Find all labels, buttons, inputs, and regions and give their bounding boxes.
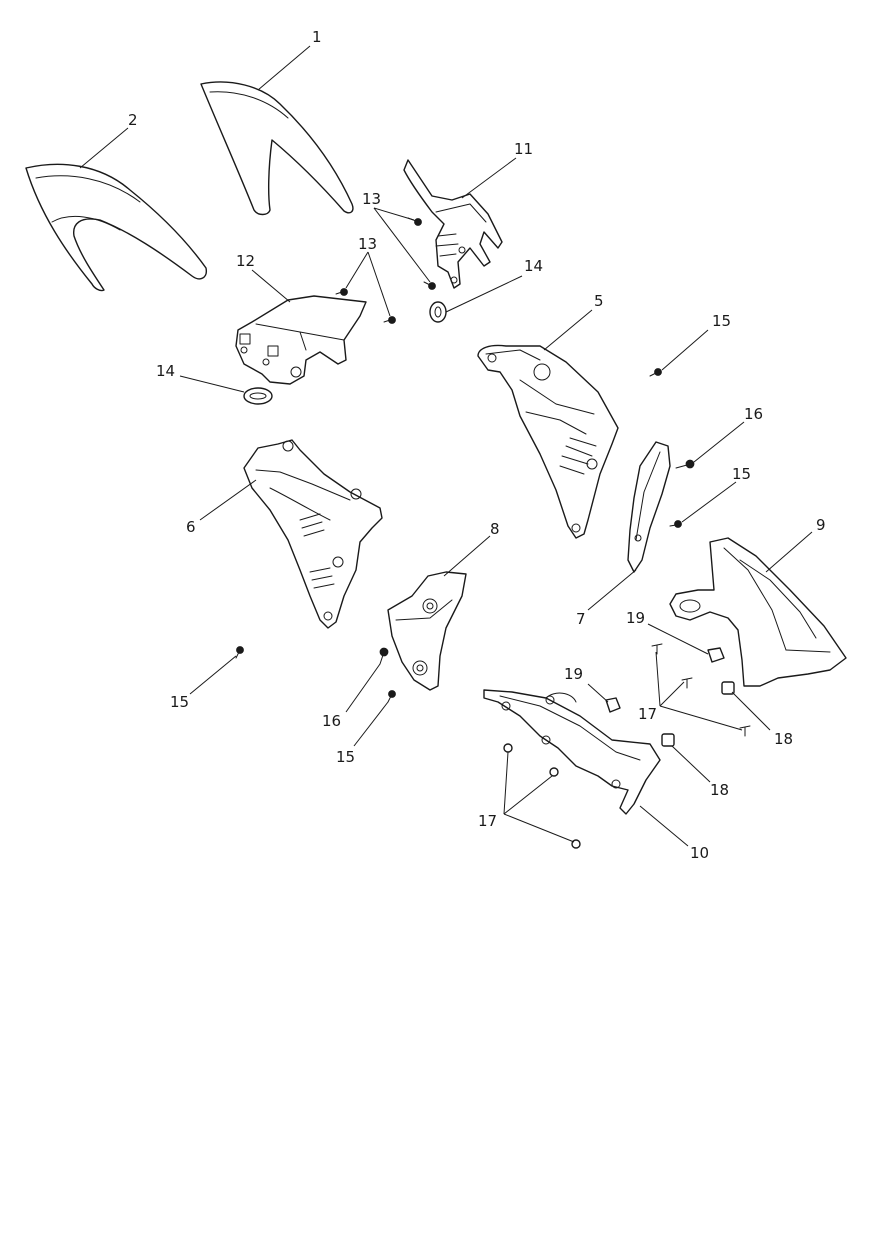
clip-17-b [549, 767, 559, 777]
callout-19-a: 19 [626, 609, 645, 627]
callout-16-b: 16 [322, 712, 341, 730]
callout-2: 2 [128, 111, 138, 129]
nut-18-b [661, 733, 675, 747]
screw-15-b [669, 520, 682, 528]
callout-17-a: 17 [638, 705, 657, 723]
callout-13-b: 13 [358, 235, 377, 253]
part-8-small-bracket [387, 571, 467, 691]
callout-15-d: 15 [336, 748, 355, 766]
bolt-16-a [675, 459, 695, 469]
leader-lines [79, 45, 813, 847]
part-7-trim-strip [627, 441, 671, 573]
callout-18-b: 18 [710, 781, 729, 799]
callout-10: 10 [690, 844, 709, 862]
screw-13-d [383, 316, 396, 324]
callout-17-b: 17 [478, 812, 497, 830]
callout-18-a: 18 [774, 730, 793, 748]
part-10-lower-cover [483, 689, 661, 815]
screw-15-d [387, 690, 396, 703]
bolt-16-b [379, 647, 389, 665]
screw-13-b [423, 281, 436, 290]
callout-13-a: 13 [362, 190, 381, 208]
part-5-bracket [477, 344, 619, 539]
screw-13-c [335, 288, 348, 296]
fasteners [235, 217, 751, 849]
clip-17-e [681, 677, 693, 689]
callout-19-b: 19 [564, 665, 583, 683]
screw-15-c [235, 646, 244, 659]
callout-12: 12 [236, 252, 255, 270]
part-9-cover [669, 537, 847, 687]
clip-17-d [651, 643, 663, 655]
part-1-upper-panel [200, 81, 354, 216]
callout-9: 9 [816, 516, 826, 534]
grommet-14-a [429, 301, 447, 323]
callout-14-b: 14 [156, 362, 175, 380]
part-12-bracket [235, 295, 367, 385]
screw-15-a [649, 368, 662, 377]
callout-14-a: 14 [524, 257, 543, 275]
part-2-lower-panel [25, 163, 207, 292]
callout-11: 11 [514, 140, 533, 158]
clip-17-a [503, 743, 513, 753]
part-11-bracket [403, 159, 503, 289]
clip-19-a [707, 647, 725, 663]
callout-labels: 1 2 5 6 7 8 9 10 11 12 13 13 14 14 15 15… [128, 28, 826, 862]
callout-15-c: 15 [170, 693, 189, 711]
callout-6: 6 [186, 518, 196, 536]
callout-7: 7 [576, 610, 586, 628]
grommet-14-b [243, 387, 273, 405]
callout-8: 8 [490, 520, 500, 538]
callout-1: 1 [312, 28, 322, 46]
callout-15-b: 15 [732, 465, 751, 483]
clip-17-f [739, 725, 751, 737]
callout-5: 5 [594, 292, 604, 310]
callout-15-a: 15 [712, 312, 731, 330]
clip-19-b [605, 697, 621, 713]
nut-18-a [721, 681, 735, 695]
callout-16-a: 16 [744, 405, 763, 423]
part-6-bracket [243, 439, 383, 629]
